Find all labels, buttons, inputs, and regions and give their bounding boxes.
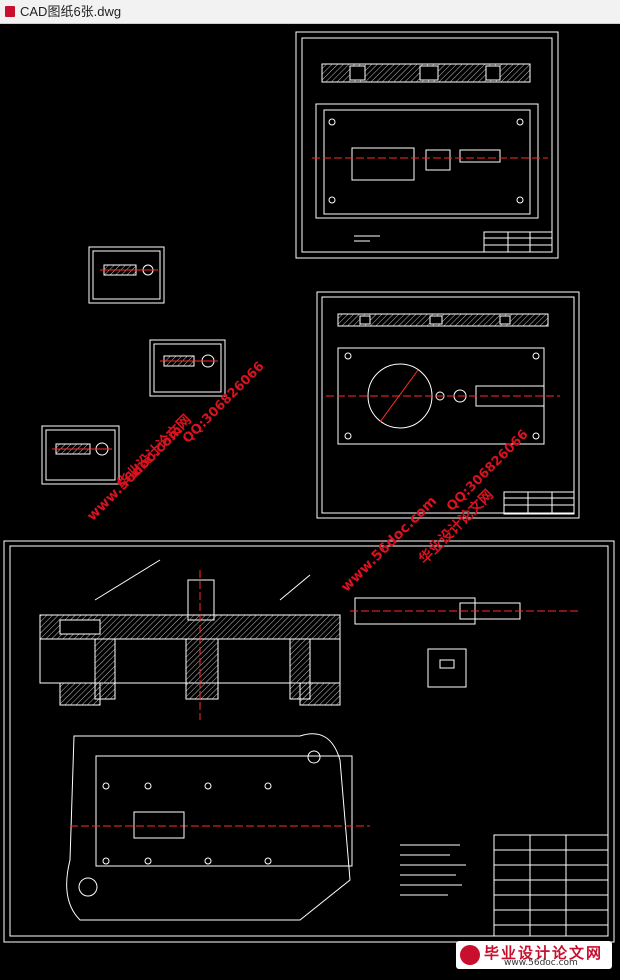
window-titlebar: CAD图纸6张.dwg: [0, 0, 620, 24]
drawing-sheet-1: [295, 31, 559, 259]
brand-name: 毕业设计论文网: [484, 944, 604, 962]
drawing-sheet-assembly: [3, 540, 615, 943]
brand-logo-icon: [460, 945, 480, 965]
drawing-sheet-2: [316, 291, 580, 519]
drawing-sheet-small-3: [41, 425, 120, 485]
drawing-canvas[interactable]: www.56doc.com 华业设计论文网 QQ:306826066 www.5…: [0, 24, 620, 975]
drawing-sheet-small-2: [149, 339, 226, 397]
brand-badge: 毕业设计论文网 www.56doc.com: [456, 941, 612, 969]
dwg-file-icon: [5, 6, 15, 17]
drawing-sheet-small-1: [88, 246, 165, 304]
window-title: CAD图纸6张.dwg: [20, 4, 122, 19]
brand-url: www.56doc.com: [504, 958, 578, 968]
cad-drawing: [3, 31, 615, 943]
